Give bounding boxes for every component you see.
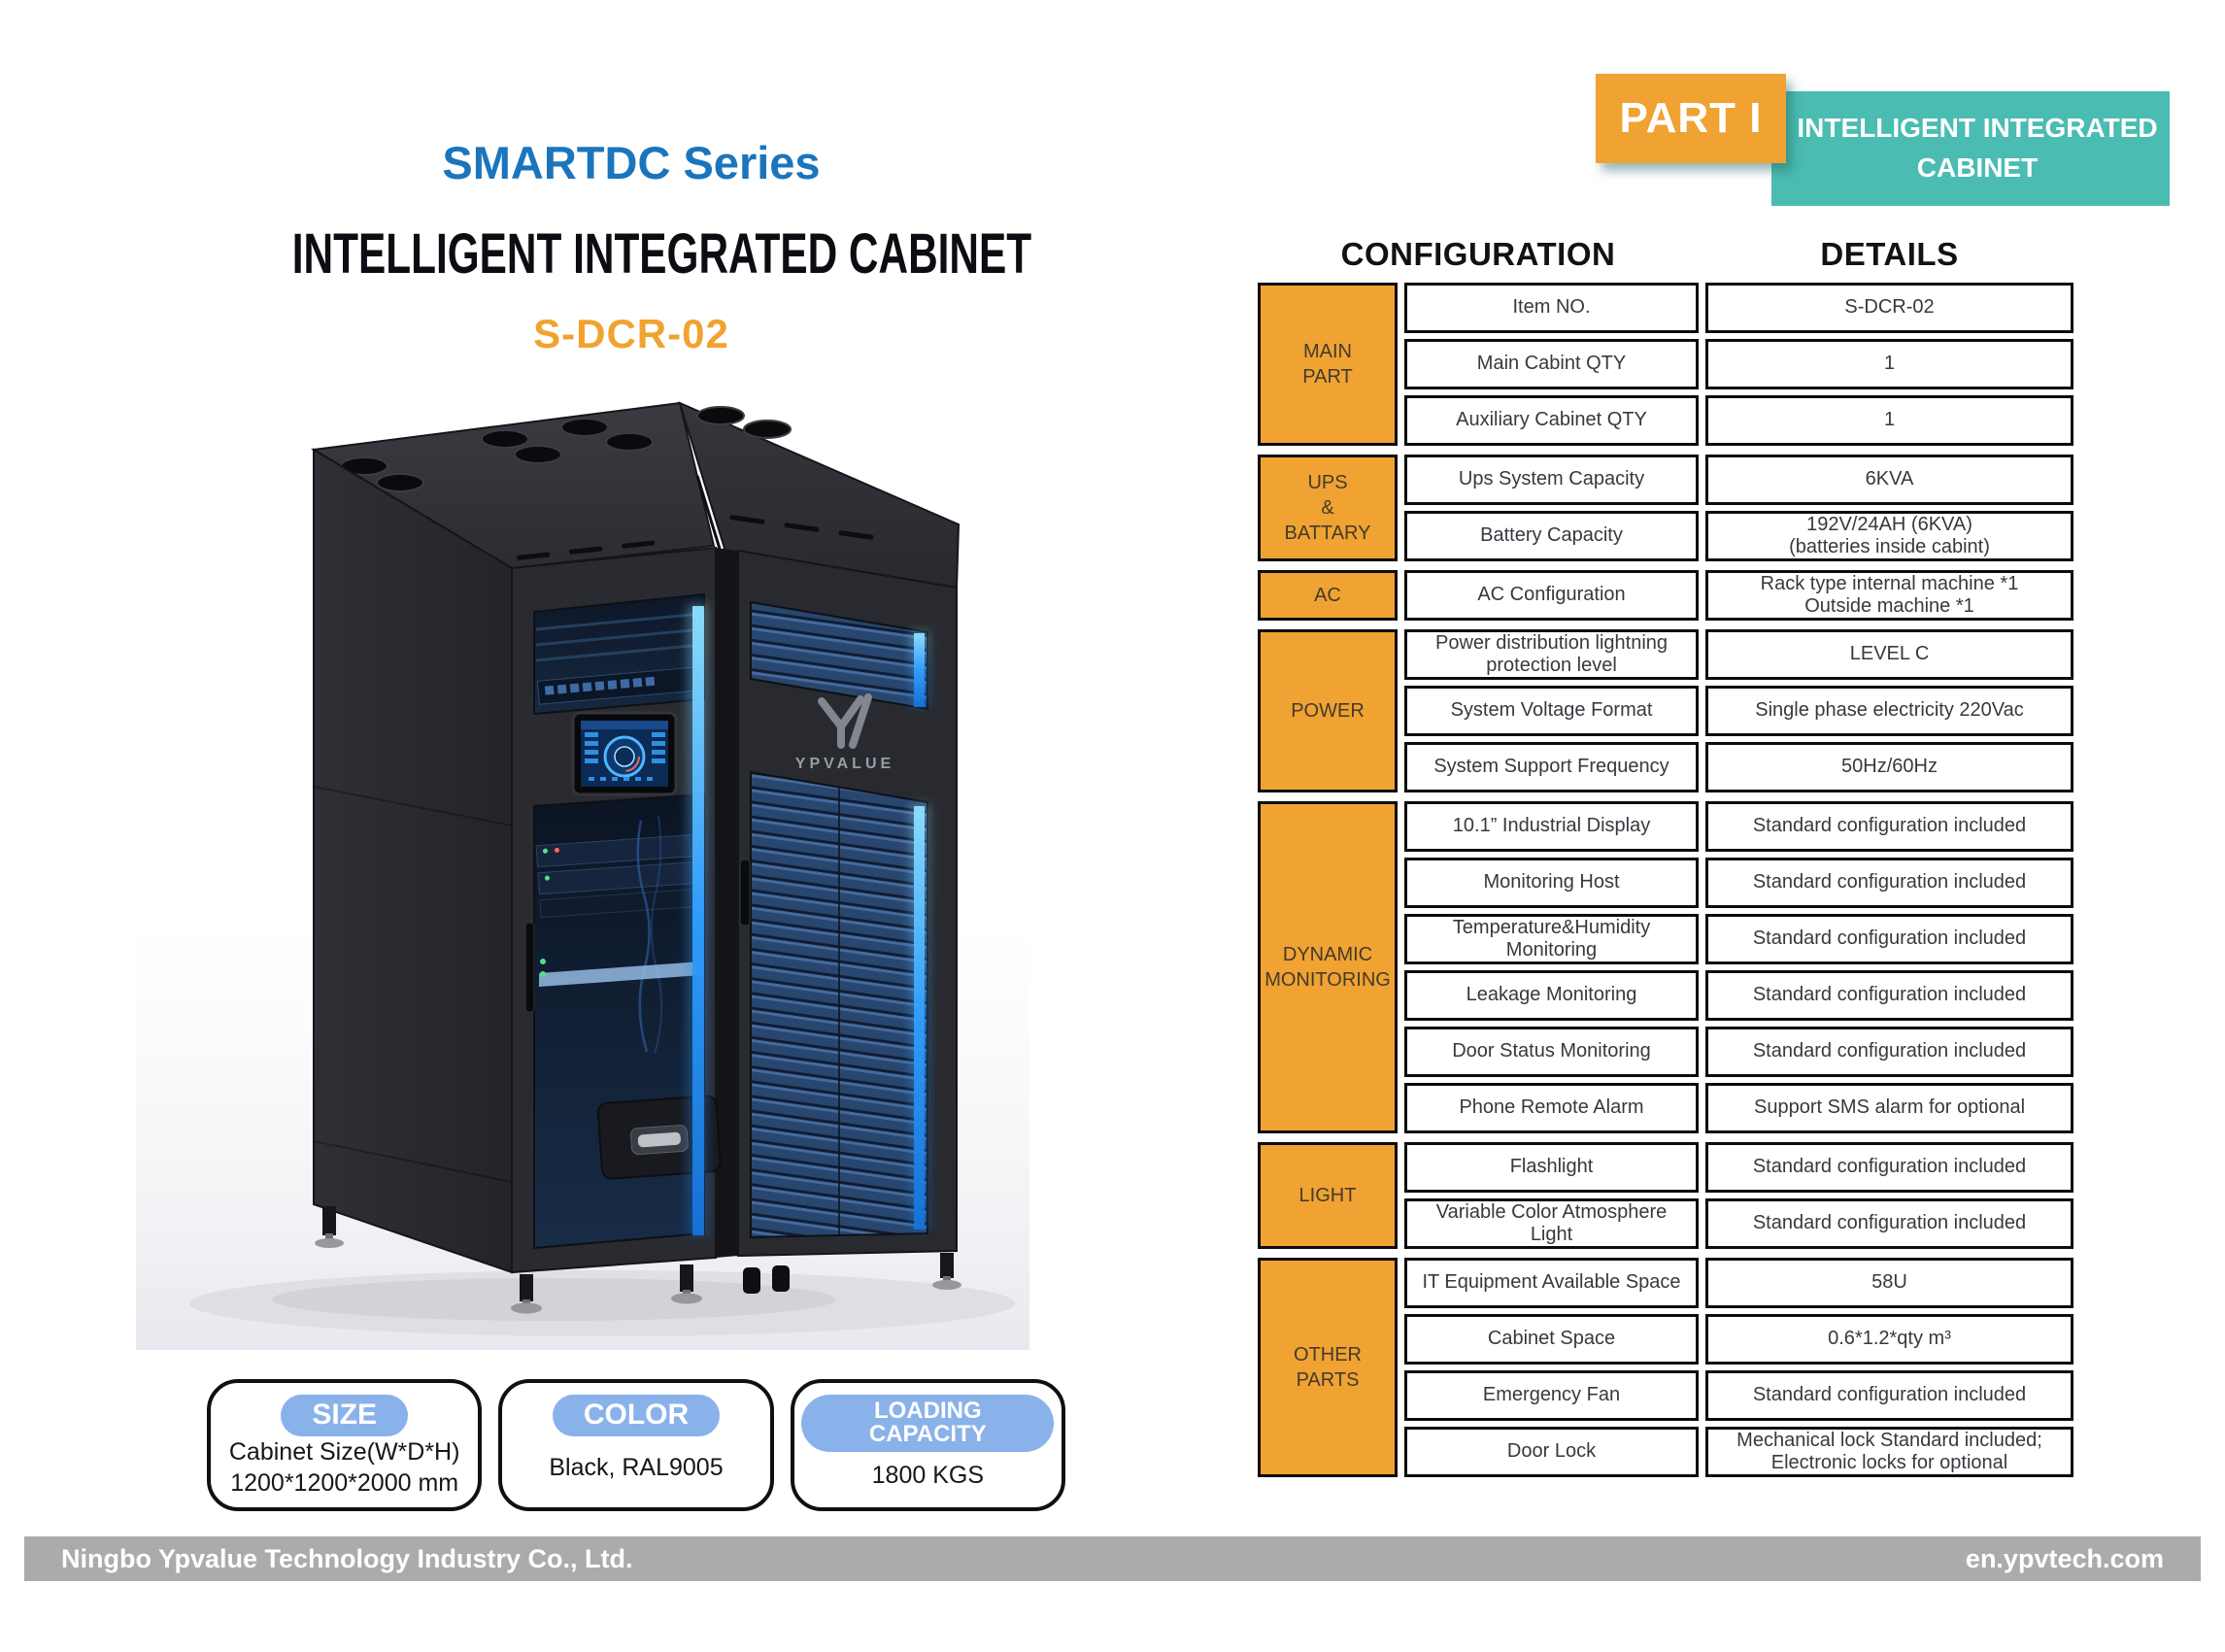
details-cell: 192V/24AH (6KVA) (batteries inside cabin… xyxy=(1705,511,2073,561)
config-cell: Auxiliary Cabinet QTY xyxy=(1404,395,1699,446)
config-cell: Leakage Monitoring xyxy=(1404,970,1699,1021)
loading-capacity-badge: LOADING CAPACITY xyxy=(801,1395,1055,1452)
main-door-handle xyxy=(524,922,535,1013)
config-cell: Flashlight xyxy=(1404,1142,1699,1193)
config-cell: Monitoring Host xyxy=(1404,858,1699,908)
spec-group-label: MAIN PART xyxy=(1258,283,1398,446)
cabinet-touchscreen xyxy=(571,711,678,796)
details-cell: 58U xyxy=(1705,1258,2073,1308)
config-cell: Phone Remote Alarm xyxy=(1404,1083,1699,1133)
config-cell: Emergency Fan xyxy=(1404,1370,1699,1421)
details-cell: Standard configuration included xyxy=(1705,1027,2073,1077)
part-title-banner: INTELLIGENT INTEGRATED CABINET xyxy=(1771,91,2170,206)
config-cell: IT Equipment Available Space xyxy=(1404,1258,1699,1308)
details-cell: Standard configuration included xyxy=(1705,858,2073,908)
color-card: COLOR Black, RAL9005 xyxy=(498,1379,774,1511)
size-badge: SIZE xyxy=(281,1395,408,1436)
series-title: SMARTDC Series xyxy=(442,137,821,188)
cabinet-side-panel xyxy=(313,448,513,1274)
details-cell: Single phase electricity 220Vac xyxy=(1705,686,2073,736)
cabinet-feet xyxy=(315,1206,961,1314)
spec-cards: SIZE Cabinet Size(W*D*H) 1200*1200*2000 … xyxy=(207,1379,1065,1511)
model-number: S-DCR-02 xyxy=(533,311,729,356)
spec-group-label: POWER xyxy=(1258,629,1398,792)
config-cell: AC Configuration xyxy=(1404,570,1699,621)
config-cell: Main Cabint QTY xyxy=(1404,339,1699,389)
color-line: Black, RAL9005 xyxy=(549,1454,724,1482)
size-line-2: 1200*1200*2000 mm xyxy=(230,1469,459,1498)
config-cell: Ups System Capacity xyxy=(1404,455,1699,505)
size-card: SIZE Cabinet Size(W*D*H) 1200*1200*2000 … xyxy=(207,1379,483,1511)
website-url: en.ypvtech.com xyxy=(1965,1543,2164,1573)
loading-capacity-card: LOADING CAPACITY 1800 KGS xyxy=(790,1379,1065,1511)
details-cell: Support SMS alarm for optional xyxy=(1705,1083,2073,1133)
part-number-badge: PART I xyxy=(1596,74,1786,163)
door-logo-text: YPVALUE xyxy=(795,756,894,772)
details-cell: 0.6*1.2*qty m³ xyxy=(1705,1314,2073,1365)
config-cell: Temperature&Humidity Monitoring xyxy=(1404,914,1699,964)
roof-slot-vents xyxy=(517,515,874,560)
config-cell: Power distribution lightning protection … xyxy=(1404,629,1699,680)
details-cell: Standard configuration included xyxy=(1705,1142,2073,1193)
details-cell: Mechanical lock Standard included; Elect… xyxy=(1705,1427,2073,1477)
color-badge: COLOR xyxy=(552,1395,721,1436)
spec-group-label: DYNAMIC MONITORING xyxy=(1258,801,1398,1133)
loading-capacity-line: 1800 KGS xyxy=(871,1462,984,1490)
config-cell: Battery Capacity xyxy=(1404,511,1699,561)
configuration-header: CONFIGURATION xyxy=(1340,236,1616,272)
aux-door-handle xyxy=(739,859,751,927)
spec-group: DYNAMIC MONITORING 10.1” Industrial Disp… xyxy=(1258,801,2073,1133)
details-cell: 1 xyxy=(1705,395,2073,446)
size-line-1: Cabinet Size(W*D*H) xyxy=(228,1437,460,1466)
cabinet-illustration: YPVALUE xyxy=(136,379,1029,1350)
title-block: SMARTDC Series INTELLIGENT INTEGRATED CA… xyxy=(155,0,1107,388)
config-cell: Variable Color Atmosphere Light xyxy=(1404,1198,1699,1249)
product-title: INTELLIGENT INTEGRATED CABINET xyxy=(291,222,1032,286)
spec-group: OTHER PARTS IT Equipment Available Space… xyxy=(1258,1258,2073,1477)
details-cell: LEVEL C xyxy=(1705,629,2073,680)
config-cell: 10.1” Industrial Display xyxy=(1404,801,1699,852)
main-door-led-strip xyxy=(687,604,708,1235)
company-name: Ningbo Ypvalue Technology Industry Co., … xyxy=(61,1543,633,1573)
table-header-row: CONFIGURATION DETAILS xyxy=(1258,236,2073,273)
details-cell: Standard configuration included xyxy=(1705,970,2073,1021)
details-cell: Standard configuration included xyxy=(1705,1198,2073,1249)
spec-group-label: AC xyxy=(1258,570,1398,621)
config-cell: Door Lock xyxy=(1404,1427,1699,1477)
spec-group-label: LIGHT xyxy=(1258,1142,1398,1249)
loading-capacity-card-body: 1800 KGS xyxy=(872,1452,984,1507)
cabinet-divider xyxy=(716,548,738,1258)
config-cell: System Support Frequency xyxy=(1404,742,1699,792)
details-cell: 6KVA xyxy=(1705,455,2073,505)
size-card-body: Cabinet Size(W*D*H) 1200*1200*2000 mm xyxy=(229,1436,460,1507)
details-cell: Rack type internal machine *1 Outside ma… xyxy=(1705,570,2073,621)
footer-bar: Ningbo Ypvalue Technology Industry Co., … xyxy=(24,1536,2201,1581)
door-logo: YPVALUE xyxy=(795,693,894,772)
spec-group: POWER Power distribution lightning prote… xyxy=(1258,629,2073,792)
aux-door-led-strip xyxy=(910,631,929,1230)
aux-door-upper-window xyxy=(750,600,928,711)
rack-switch xyxy=(536,666,703,705)
config-cell: System Voltage Format xyxy=(1404,686,1699,736)
details-cell: Standard configuration included xyxy=(1705,1370,2073,1421)
config-cell: Door Status Monitoring xyxy=(1404,1027,1699,1077)
details-cell: Standard configuration included xyxy=(1705,914,2073,964)
details-cell: S-DCR-02 xyxy=(1705,283,2073,333)
details-cell: 1 xyxy=(1705,339,2073,389)
color-card-body: Black, RAL9005 xyxy=(549,1436,723,1507)
spec-group-label: UPS & BATTARY xyxy=(1258,455,1398,561)
details-cell: 50Hz/60Hz xyxy=(1705,742,2073,792)
config-cell: Cabinet Space xyxy=(1404,1314,1699,1365)
config-cell: Item NO. xyxy=(1404,283,1699,333)
details-cell: Standard configuration included xyxy=(1705,801,2073,852)
details-header: DETAILS xyxy=(1820,236,1959,272)
spec-group-label: OTHER PARTS xyxy=(1258,1258,1398,1477)
